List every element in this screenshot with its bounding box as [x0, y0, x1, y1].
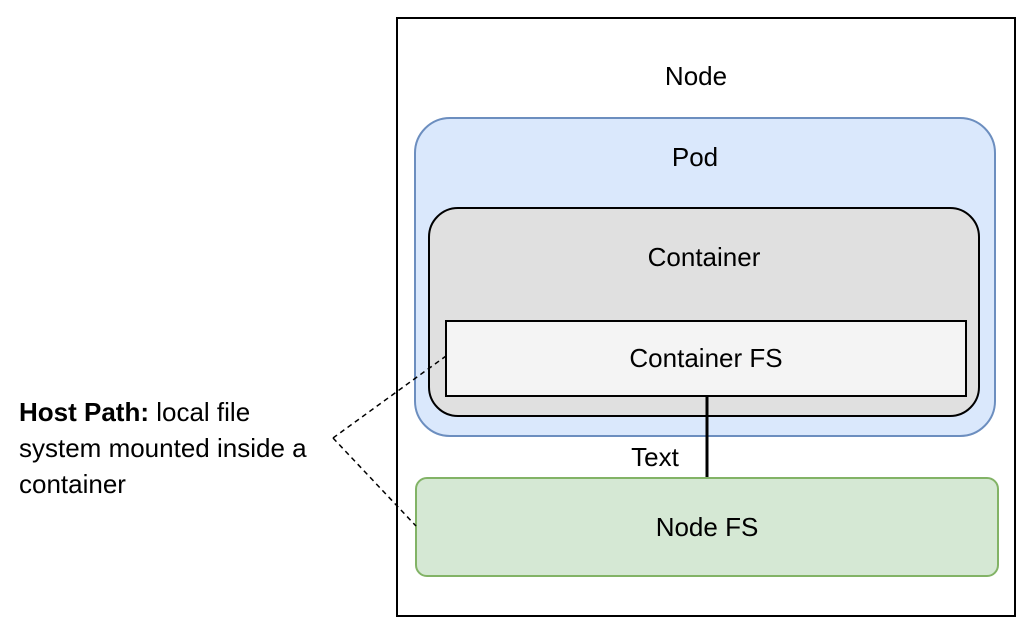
annotation-body: local file system mounted inside a conta…: [19, 397, 307, 499]
annotation-title: Host Path:: [19, 397, 149, 427]
container-label: Container: [647, 242, 761, 272]
node-fs-box: Node FS: [415, 477, 999, 577]
host-path-annotation: Host Path: local file system mounted ins…: [19, 394, 339, 502]
container-fs-label: Container FS: [629, 343, 783, 373]
node-label: Node: [664, 61, 728, 91]
pod-label: Pod: [671, 142, 719, 172]
node-fs-label: Node FS: [655, 511, 759, 542]
connector-label: Text: [615, 441, 695, 473]
container-fs-box: Container FS: [445, 320, 967, 397]
